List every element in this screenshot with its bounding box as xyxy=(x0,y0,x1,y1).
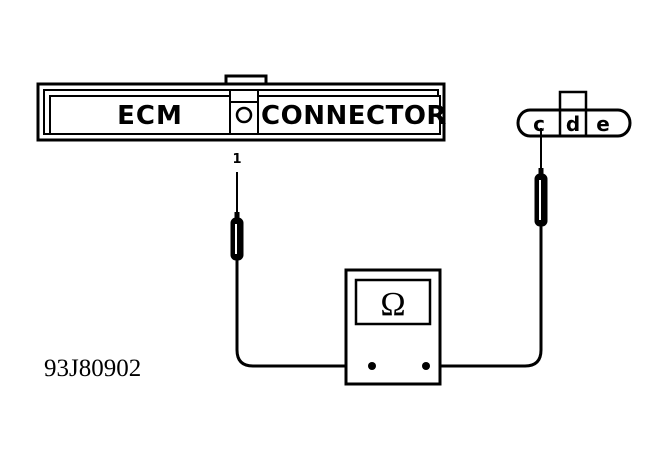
left-test-lead xyxy=(235,260,370,368)
ohm-symbol: Ω xyxy=(380,286,405,323)
terminal-e-label: e xyxy=(596,112,610,136)
ecm-connector-right-half xyxy=(257,95,441,135)
ecm-connector-lock-circle xyxy=(235,106,253,124)
left-test-probe xyxy=(230,172,370,368)
terminal-d-label: d xyxy=(566,112,580,136)
connector-label: CONNECTOR xyxy=(261,101,447,131)
ohmmeter-terminal-positive xyxy=(422,362,430,370)
pin-number-label: 1 xyxy=(232,152,241,167)
right-test-lead xyxy=(428,226,543,368)
ecm-label: ECM xyxy=(117,101,183,131)
small-connector-body xyxy=(516,108,632,138)
left-probe-handle-highlight xyxy=(235,224,237,254)
ecm-connector-left-half xyxy=(49,95,231,135)
small-connector: c d e xyxy=(516,90,632,138)
terminal-c-label: c xyxy=(533,112,545,136)
ohmmeter: Ω xyxy=(344,268,442,386)
small-connector-lock-tab xyxy=(558,90,588,112)
right-probe-handle-highlight xyxy=(539,180,541,220)
ecm-connector: ECM CONNECTOR 1 xyxy=(36,74,447,167)
ohmmeter-display xyxy=(354,278,432,326)
ohmmeter-terminal-negative xyxy=(368,362,376,370)
figure-code: 93J80902 xyxy=(44,355,141,382)
right-test-probe xyxy=(428,128,548,368)
